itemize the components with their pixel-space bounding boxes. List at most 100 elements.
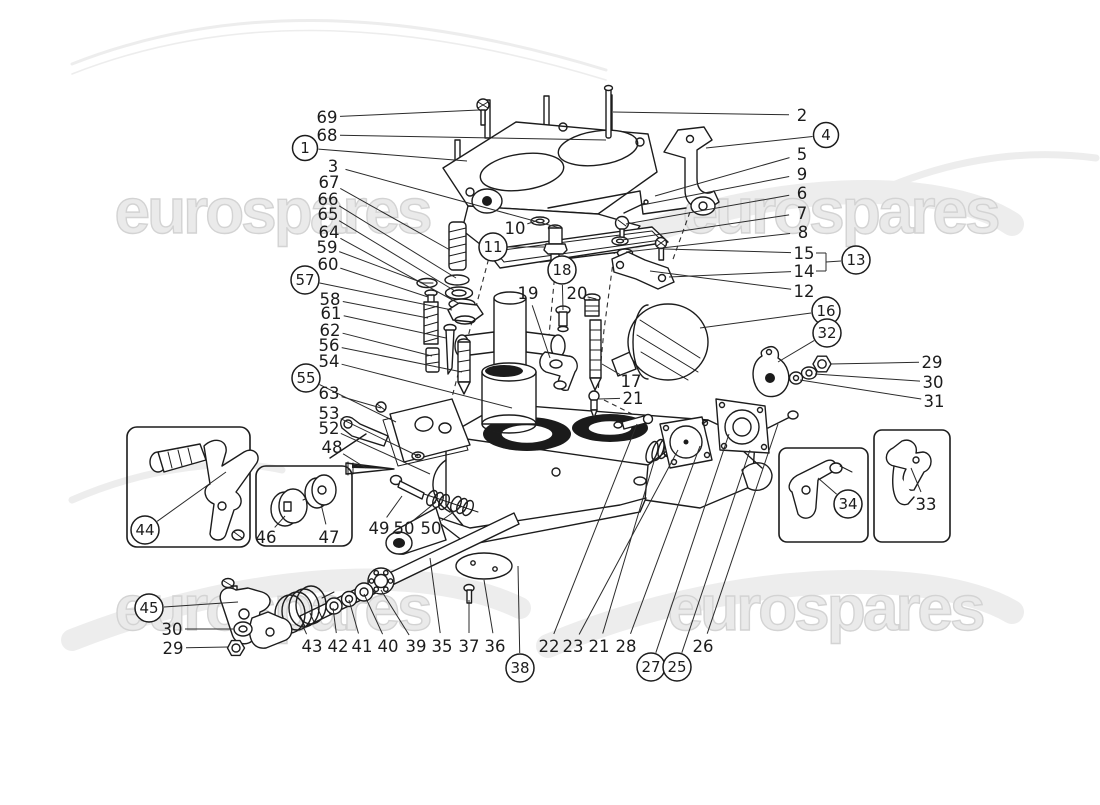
callout-41[interactable]: 41 (348, 599, 373, 656)
callout-35[interactable]: 35 (429, 557, 453, 656)
callout-25[interactable]: 25 (662, 449, 751, 682)
callout-42[interactable]: 42 (328, 607, 349, 656)
callout-28[interactable]: 28 (616, 445, 701, 656)
callout-23[interactable]: 23 (563, 449, 679, 656)
callout-67[interactable]: 67 (319, 173, 451, 251)
callout-5[interactable]: 5 (654, 145, 807, 197)
callout-3[interactable]: 3 (328, 157, 561, 229)
callout-53[interactable]: 53 (319, 404, 419, 457)
callout-number: 16 (816, 302, 835, 320)
callout-63[interactable]: 63 (319, 384, 382, 409)
callout-69[interactable]: 69 (317, 108, 480, 127)
callout-8[interactable]: 8 (625, 223, 808, 253)
callout-circle (291, 363, 321, 393)
callout-12[interactable]: 12 (649, 270, 815, 301)
leader-line (380, 589, 410, 636)
leader-line (553, 423, 638, 635)
callout-27[interactable]: 27 (636, 433, 730, 682)
callout-number: 26 (693, 637, 714, 656)
callout-32[interactable]: 32 (777, 318, 842, 363)
callout-26[interactable]: 26 (693, 423, 779, 656)
callout-number: 58 (320, 290, 341, 309)
callout-49[interactable]: 49 (369, 495, 403, 538)
callout-9[interactable]: 9 (641, 165, 807, 206)
callout-number: 61 (321, 304, 342, 323)
callout-39[interactable]: 39 (380, 589, 427, 656)
callout-22[interactable]: 22 (539, 423, 638, 656)
part-emulsion-tube (589, 319, 602, 391)
callout-33[interactable]: 33 (910, 467, 937, 514)
callout-14[interactable]: 14 (668, 262, 815, 281)
callout-40[interactable]: 40 (363, 593, 399, 656)
callout-61[interactable]: 61 (321, 304, 447, 339)
callout-29[interactable]: 29 (829, 353, 943, 372)
part-float-bracket (539, 351, 578, 391)
callout-46[interactable]: 46 (256, 515, 286, 547)
callout-62[interactable]: 62 (320, 321, 433, 357)
callout-64[interactable]: 64 (319, 223, 459, 304)
callout-47[interactable]: 47 (319, 503, 340, 547)
callout-circle (290, 265, 320, 295)
callout-10[interactable]: 10 (505, 219, 537, 238)
callout-66[interactable]: 66 (318, 190, 457, 279)
callout-6[interactable]: 6 (625, 184, 808, 225)
callout-38[interactable]: 38 (505, 565, 535, 683)
callout-number: 27 (641, 658, 660, 676)
callout-50[interactable]: 50 (394, 501, 437, 538)
leader-line (342, 332, 433, 357)
callout-11[interactable]: 11 (478, 232, 544, 262)
callout-31[interactable]: 31 (799, 379, 945, 411)
part-screw (654, 236, 668, 261)
callout-54[interactable]: 54 (319, 352, 513, 409)
callout-13[interactable]: 13 (841, 245, 871, 275)
part-throttle-shaft (299, 512, 520, 628)
callout-number: 23 (563, 637, 584, 656)
callout-44[interactable]: 44 (130, 471, 227, 545)
callout-43[interactable]: 43 (302, 623, 323, 656)
callout-layer: 6968136766656459605758616256545563535248… (130, 106, 945, 683)
callout-56[interactable]: 56 (319, 336, 463, 373)
callout-7[interactable]: 7 (621, 204, 807, 241)
callout-21[interactable]: 21 (589, 457, 656, 656)
callout-21[interactable]: 21 (598, 389, 644, 408)
callout-48[interactable]: 48 (322, 438, 367, 469)
callout-18[interactable]: 18 (547, 255, 577, 311)
callout-36[interactable]: 36 (483, 579, 506, 656)
callout-number: 56 (319, 336, 340, 355)
callout-4[interactable]: 4 (705, 121, 840, 149)
leader-line (602, 457, 656, 634)
callout-2[interactable]: 2 (612, 106, 807, 125)
callout-50[interactable]: 50 (421, 505, 463, 538)
callout-1[interactable]: 1 (291, 134, 468, 162)
callout-55[interactable]: 55 (291, 363, 397, 423)
callout-number: 66 (318, 190, 339, 209)
callout-number: 14 (794, 262, 815, 281)
callout-15[interactable]: 15 (663, 244, 815, 263)
callout-37[interactable]: 37 (459, 600, 480, 656)
callout-34[interactable]: 34 (817, 477, 863, 519)
callout-60[interactable]: 60 (318, 255, 429, 298)
leader-line (681, 449, 751, 653)
callout-65[interactable]: 65 (318, 205, 456, 292)
callout-19[interactable]: 19 (518, 284, 551, 359)
callout-20[interactable]: 20 (567, 284, 592, 303)
callout-58[interactable]: 58 (320, 290, 429, 319)
callout-52[interactable]: 52 (319, 419, 431, 475)
callout-29[interactable]: 29 (163, 639, 229, 658)
callout-30[interactable]: 30 (814, 373, 944, 392)
callout-45[interactable]: 45 (134, 593, 239, 623)
callout-17[interactable]: 17 (601, 363, 642, 391)
callout-number: 67 (319, 173, 340, 192)
inset-box-34 (778, 447, 869, 543)
bracket-line (825, 260, 842, 263)
leader-line (341, 396, 382, 409)
leader-line (156, 471, 227, 522)
callout-number: 6 (797, 184, 808, 203)
callout-circle (812, 121, 840, 149)
callout-59[interactable]: 59 (317, 238, 424, 284)
callout-30[interactable]: 30 (162, 620, 235, 639)
leader-line (517, 565, 521, 654)
callout-68[interactable]: 68 (317, 126, 607, 145)
callout-57[interactable]: 57 (290, 265, 453, 311)
